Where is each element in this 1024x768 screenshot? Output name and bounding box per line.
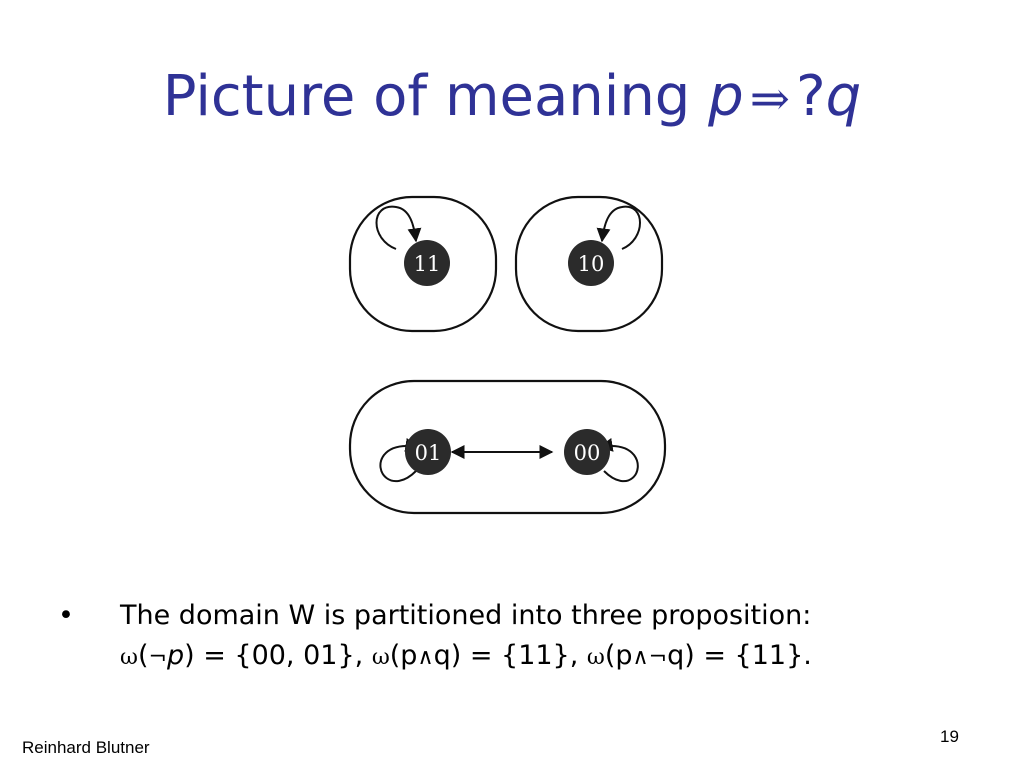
and-2: ∧ — [417, 645, 434, 670]
slide-title: Picture of meaning p⇒?q — [0, 62, 1024, 134]
partition-diagram: 11 10 01 00 — [348, 195, 667, 515]
neg-3: ¬ — [648, 645, 668, 670]
node-label-10: 10 — [578, 252, 605, 276]
node-00: 00 — [564, 429, 610, 475]
node-label-11: 11 — [414, 252, 441, 276]
self-loop-01 — [379, 438, 420, 483]
bullet-line-2: ω(¬p) = {00, 01}, ω(p∧q) = {11}, ω(p∧¬q)… — [120, 640, 812, 671]
node-11: 11 — [404, 240, 450, 286]
partition-cell-10 — [514, 195, 664, 333]
partition-cell-11 — [348, 195, 498, 333]
node-label-01: 01 — [415, 441, 442, 465]
footer-author: Reinhard Blutner — [22, 738, 150, 757]
self-loop-00 — [598, 438, 639, 483]
node-label-00: 00 — [574, 441, 601, 465]
bullet-text: The domain W is partitioned into three p… — [120, 596, 980, 678]
bullet-line-1: The domain W is partitioned into three p… — [120, 600, 812, 631]
implies-arrow: ⇒ — [749, 71, 790, 127]
node-01: 01 — [405, 429, 451, 475]
partition-cell-01-00 — [348, 379, 667, 515]
self-loop-10 — [596, 205, 641, 250]
title-var-q: q — [825, 64, 862, 129]
and-3: ∧ — [632, 645, 649, 670]
title-text: Picture of meaning — [162, 64, 691, 129]
self-loop-11 — [375, 205, 422, 250]
title-var-p: p — [708, 64, 744, 129]
page-number: 19 — [940, 727, 959, 746]
neg-1: ¬ — [148, 645, 167, 670]
title-question: ? — [795, 64, 826, 129]
node-10: 10 — [568, 240, 614, 286]
bullet-marker: • — [58, 600, 74, 631]
omega-3: ω — [586, 645, 605, 670]
omega-1: ω — [120, 645, 138, 670]
omega-2: ω — [371, 645, 390, 670]
